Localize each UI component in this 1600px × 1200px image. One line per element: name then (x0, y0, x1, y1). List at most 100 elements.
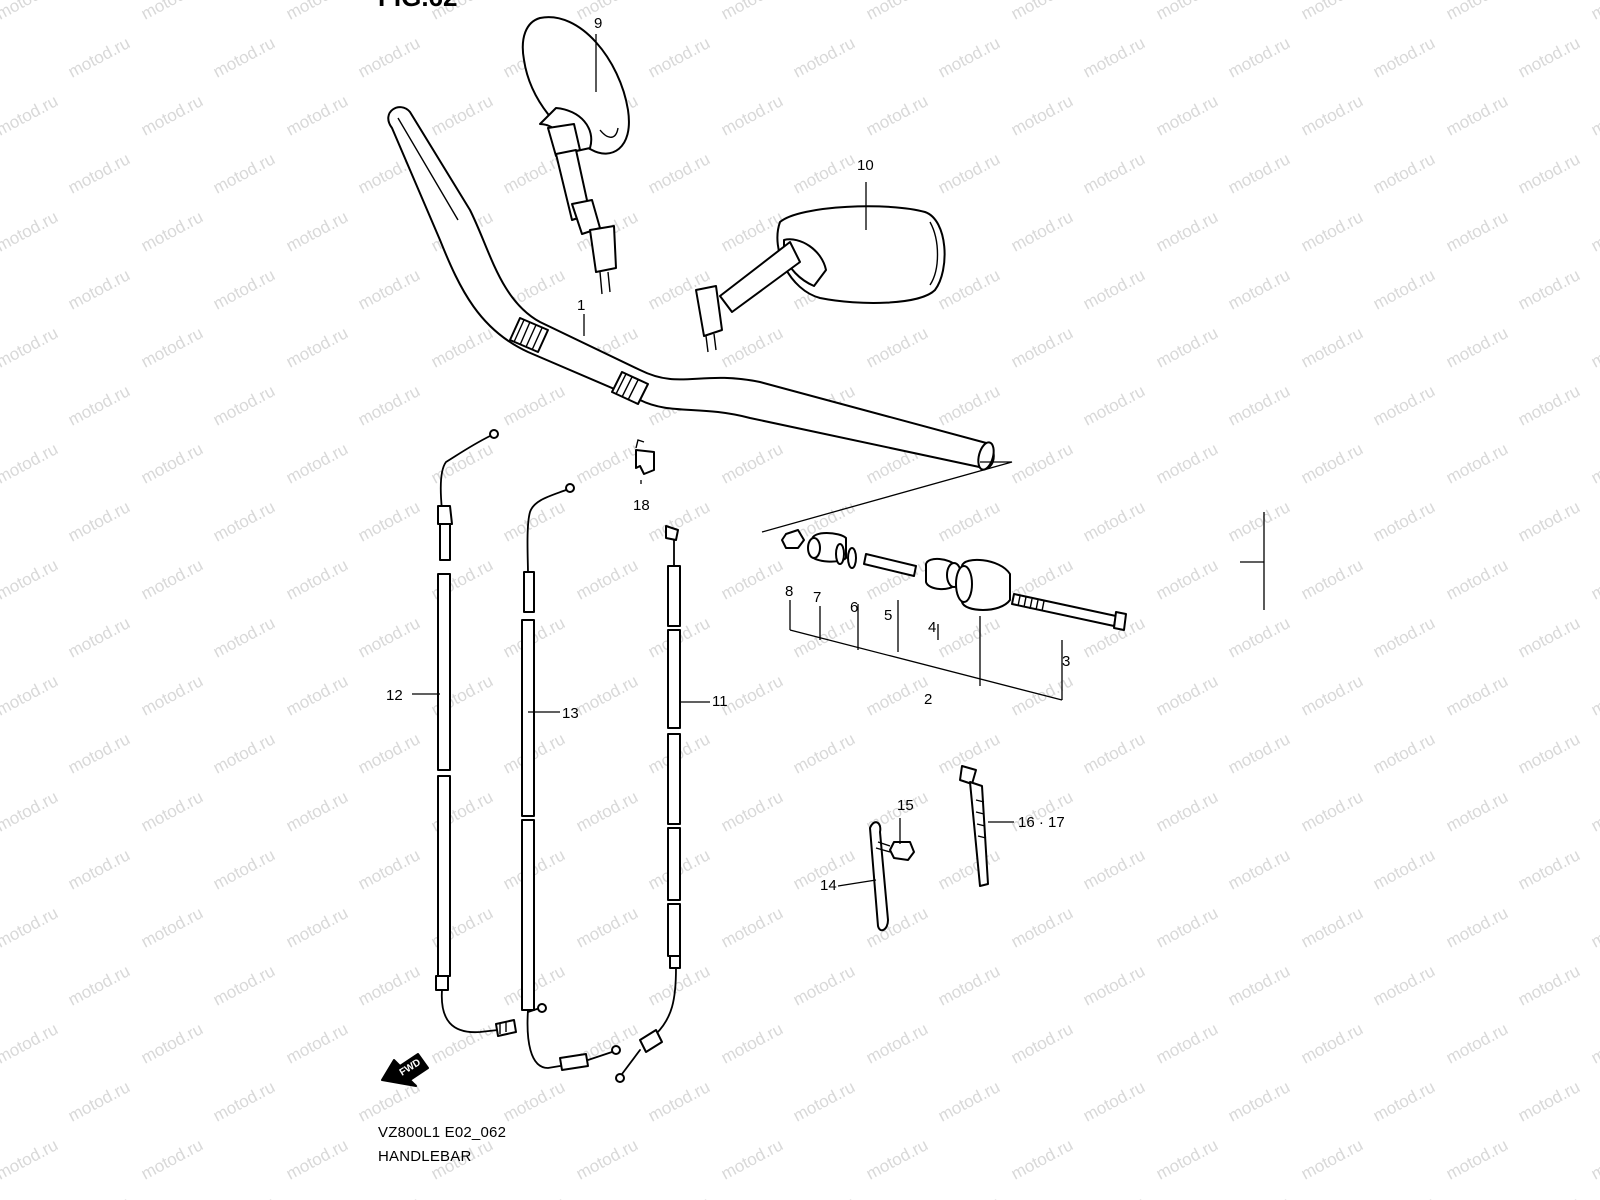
watermark-text: motod.ru (355, 961, 423, 1009)
watermark-text: motod.ru (1443, 1019, 1511, 1067)
watermark-text: motod.ru (1370, 149, 1438, 197)
watermark-text: motod.ru (1080, 1077, 1148, 1125)
watermark-text: motod.ru (1298, 671, 1366, 719)
watermark-text: motod.ru (283, 787, 351, 835)
watermark-text: motod.ru (65, 381, 133, 429)
watermark-text: motod.ru (1225, 961, 1293, 1009)
watermark-text: motod.ru (1515, 497, 1583, 545)
watermark-text: motod.ru (1370, 265, 1438, 313)
watermark-text: motod.ru (1080, 845, 1148, 893)
watermark-text: motod.ru (573, 0, 641, 24)
watermark-text: motod.ru (1225, 149, 1293, 197)
watermark-text: motod.ru (1443, 91, 1511, 139)
callout-11: 11 (712, 693, 728, 710)
watermark-text: motod.ru (1298, 439, 1366, 487)
watermark-text: motod.ru (1588, 671, 1600, 719)
watermark-text: motod.ru (283, 439, 351, 487)
watermark-text: motod.ru (573, 1135, 641, 1183)
watermark-text: motod.ru (573, 439, 641, 487)
watermark-text: motod.ru (138, 439, 206, 487)
watermark-text: motod.ru (0, 207, 61, 255)
watermark-text: motod.ru (1588, 555, 1600, 603)
watermark-text: motod.ru (283, 1019, 351, 1067)
watermark-text: motod.ru (65, 149, 133, 197)
watermark-text: motod.ru (718, 903, 786, 951)
watermark-text: motod.ru (1588, 439, 1600, 487)
watermark-text: motod.ru (355, 845, 423, 893)
watermark-text: motod.ru (790, 1077, 858, 1125)
watermark-text: motod.ru (283, 323, 351, 371)
watermark-text: motod.ru (1443, 439, 1511, 487)
watermark-text: motod.ru (1298, 91, 1366, 139)
watermark-text: motod.ru (283, 91, 351, 139)
watermark-text: motod.ru (718, 1019, 786, 1067)
watermark-text: motod.ru (0, 1135, 61, 1183)
watermark-text: motod.ru (1080, 149, 1148, 197)
watermark-text: motod.ru (1515, 845, 1583, 893)
watermark-text: motod.ru (65, 265, 133, 313)
watermark-text: motod.ru (1080, 961, 1148, 1009)
watermark-text: motod.ru (138, 1135, 206, 1183)
watermark-text: motod.ru (573, 787, 641, 835)
balancer-rod (863, 553, 917, 577)
watermark-text: motod.ru (355, 1193, 423, 1200)
watermark-text: motod.ru (1588, 323, 1600, 371)
watermark-text: motod.ru (935, 961, 1003, 1009)
balancer-group (761, 461, 1265, 701)
watermark-text: motod.ru (1515, 1193, 1583, 1200)
watermark-text: motod.ru (1225, 729, 1293, 777)
watermark-text: motod.ru (718, 323, 786, 371)
throttle-cable-pull (435, 429, 517, 1037)
watermark-text: motod.ru (1080, 381, 1148, 429)
watermark-text: motod.ru (210, 265, 278, 313)
callout-labels: 1 2 3 4 5 6 7 8 9 10 11 12 13 14 15 16 ·… (386, 15, 1070, 894)
watermark-text: motod.ru (210, 845, 278, 893)
watermark-text: motod.ru (1588, 1019, 1600, 1067)
callout-15: 15 (897, 797, 914, 814)
watermark-text: motod.ru (138, 323, 206, 371)
watermark-text: motod.ru (65, 729, 133, 777)
watermark-text: motod.ru (1080, 265, 1148, 313)
watermark-text: motod.ru (645, 33, 713, 81)
watermark-text: motod.ru (935, 497, 1003, 545)
watermark-text: motod.ru (645, 1193, 713, 1200)
watermark-text: motod.ru (1298, 555, 1366, 603)
watermark-text: motod.ru (0, 323, 61, 371)
throttle-cable-return (521, 483, 621, 1071)
watermark-text: motod.ru (1370, 845, 1438, 893)
watermark-text: motod.ru (573, 555, 641, 603)
watermark-text: motod.ru (863, 903, 931, 951)
watermark-text: motod.ru (645, 1077, 713, 1125)
watermark-text: motod.ru (1298, 207, 1366, 255)
nut (781, 529, 805, 549)
watermark-text: motod.ru (1370, 497, 1438, 545)
watermark-text: motod.ru (355, 265, 423, 313)
callout-1: 1 (577, 297, 585, 314)
bolt (875, 841, 915, 861)
watermark-text: motod.ru (1443, 207, 1511, 255)
knurl-left (509, 317, 549, 353)
watermark-text: motod.ru (65, 1077, 133, 1125)
watermark-text: motod.ru (1370, 961, 1438, 1009)
watermark-text: motod.ru (138, 555, 206, 603)
watermark-text: motod.ru (573, 671, 641, 719)
callout-6: 6 (850, 599, 858, 616)
watermark-text: motod.ru (1588, 787, 1600, 835)
watermark-text: motod.ru (0, 91, 61, 139)
watermark-text: motod.ru (1298, 323, 1366, 371)
watermark-text: motod.ru (0, 1019, 61, 1067)
watermark-text: motod.ru (1443, 903, 1511, 951)
watermark-text: motod.ru (1153, 439, 1221, 487)
watermark-text: motod.ru (1370, 381, 1438, 429)
callout-8: 8 (785, 583, 793, 600)
watermark-text: motod.ru (138, 1019, 206, 1067)
callout-12: 12 (386, 687, 403, 704)
watermark-text: motod.ru (283, 671, 351, 719)
watermark-text: motod.ru (1515, 265, 1583, 313)
watermark-text: motod.ru (210, 1193, 278, 1200)
watermark-text: motod.ru (1298, 903, 1366, 951)
watermark-text: motod.ru (0, 787, 61, 835)
mirror-right (521, 16, 630, 295)
watermark-text: motod.ru (0, 671, 61, 719)
watermark-text: motod.ru (1370, 1077, 1438, 1125)
